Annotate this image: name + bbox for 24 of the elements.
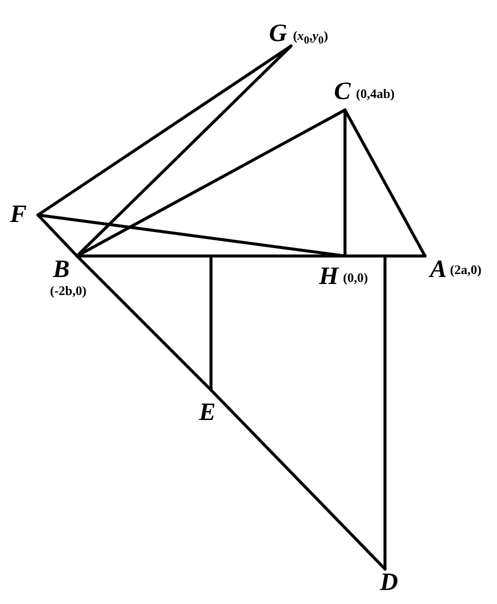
line-segment bbox=[210, 388, 386, 570]
line-segment bbox=[344, 254, 426, 258]
line-segment bbox=[76, 254, 212, 392]
point-label: A bbox=[430, 258, 447, 282]
coordinate-label: (x$_{0}$,y$_{0}$) bbox=[293, 28, 328, 49]
coordinate-label: (2a,0) bbox=[450, 262, 482, 278]
point-label: F bbox=[10, 203, 27, 227]
line-segment bbox=[36, 214, 346, 258]
point-label: C bbox=[334, 80, 351, 104]
point-label: E bbox=[199, 401, 216, 425]
coordinate-label: (0,0) bbox=[343, 270, 368, 286]
point-label: H bbox=[319, 265, 338, 289]
coordinate-label: (-2b,0) bbox=[50, 283, 86, 299]
point-label: B bbox=[53, 258, 70, 282]
point-label: D bbox=[380, 571, 398, 595]
line-segment bbox=[76, 108, 346, 258]
coordinate-label: (0,4ab) bbox=[356, 86, 395, 102]
line-segment bbox=[76, 254, 346, 258]
line-segment bbox=[210, 254, 212, 392]
line-segment bbox=[384, 254, 386, 570]
point-label: G bbox=[269, 22, 288, 46]
line-segment bbox=[36, 214, 78, 258]
line-segment bbox=[344, 108, 426, 258]
line-segment bbox=[344, 108, 346, 258]
